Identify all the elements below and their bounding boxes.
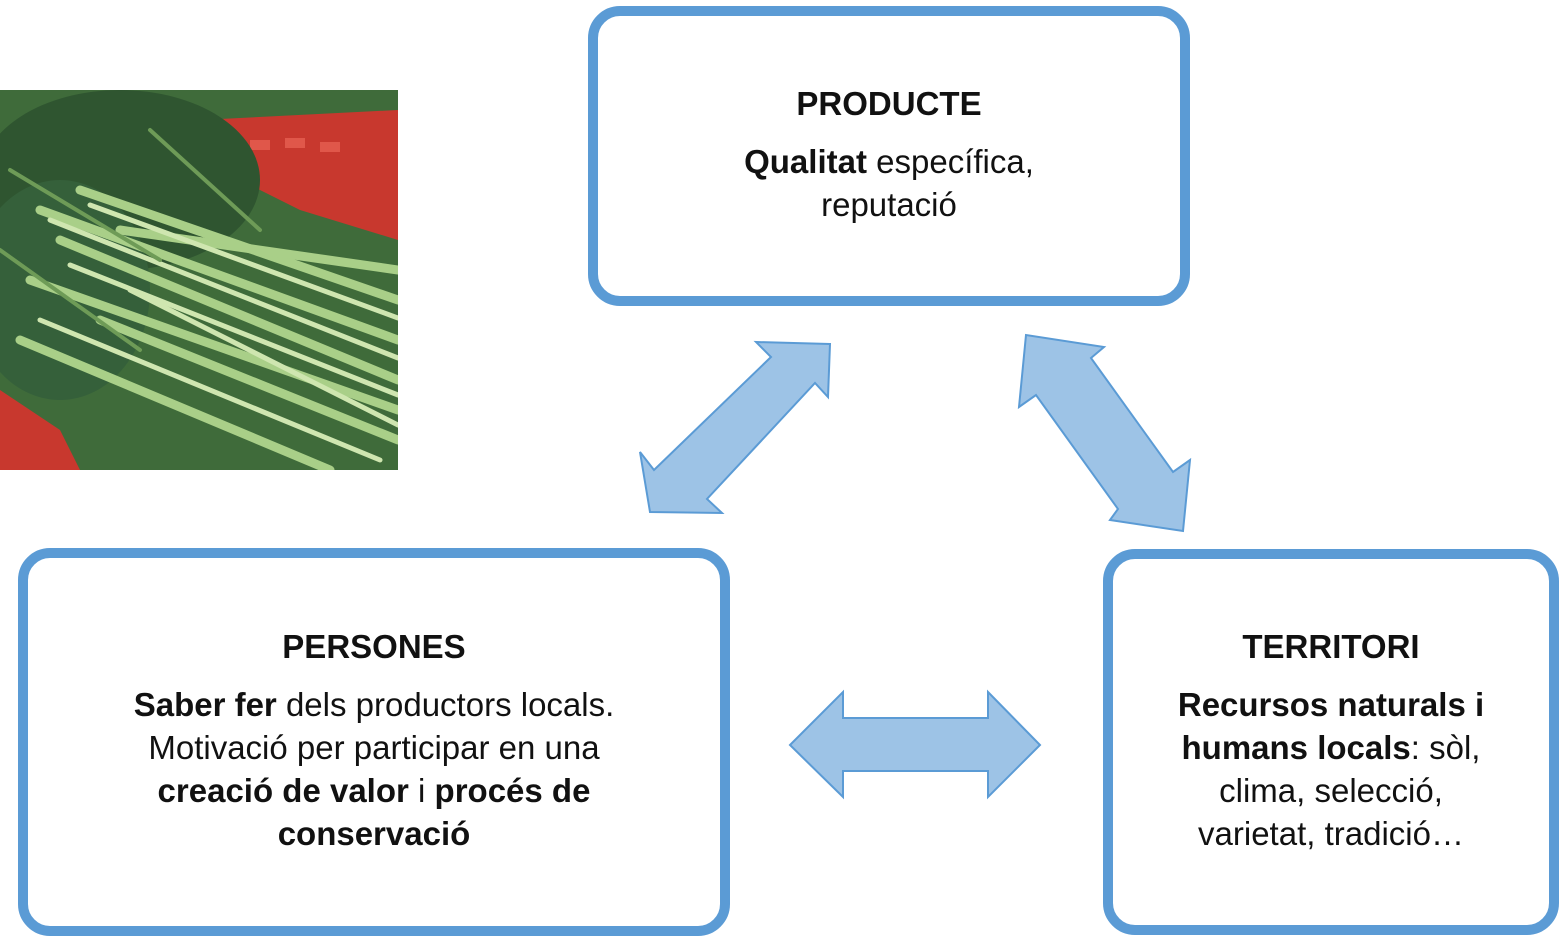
territori-text-3: varietat, tradició… [1198, 814, 1464, 852]
arrow-producte-territori [1017, 333, 1192, 533]
persones-box: PERSONES Saber fer dels productors local… [18, 548, 730, 936]
arrow-persones-producte [639, 340, 832, 515]
arrow-persones-territori [788, 689, 1042, 800]
persones-text-3: i [408, 772, 435, 809]
territori-body: Recursos naturals i humans locals: sòl, … [1178, 684, 1484, 856]
territori-text-1: : sòl, [1410, 729, 1481, 767]
persones-body: Saber fer dels productors locals. Motiva… [134, 684, 615, 856]
territori-text-2: clima, selecció, [1219, 772, 1443, 809]
persones-bold-creacio: creació de valor [157, 772, 409, 809]
territori-box: TERRITORI Recursos naturals i humans loc… [1103, 549, 1559, 935]
producte-text-1: específica, [866, 143, 1034, 181]
producte-body: Qualitat específica, reputació [744, 141, 1034, 227]
vegetable-photo [0, 90, 398, 470]
persones-bold-saber-fer: Saber fer [133, 686, 277, 724]
territori-bold-recursos: Recursos naturals i [1177, 686, 1485, 724]
producte-text-2: reputació [821, 186, 957, 223]
territori-bold-humans: humans locals [1181, 729, 1411, 767]
persones-bold-conservacio: conservació [277, 814, 471, 852]
persones-text-2: Motivació per participar en una [148, 729, 600, 767]
persones-bold-proces: procés de [434, 772, 591, 809]
persones-text-1: dels productors locals. [276, 686, 615, 724]
producte-title: PRODUCTE [796, 85, 982, 123]
producte-bold-qualitat: Qualitat [744, 143, 867, 181]
territori-title: TERRITORI [1242, 628, 1420, 666]
producte-box: PRODUCTE Qualitat específica, reputació [588, 6, 1190, 306]
persones-title: PERSONES [282, 628, 466, 666]
